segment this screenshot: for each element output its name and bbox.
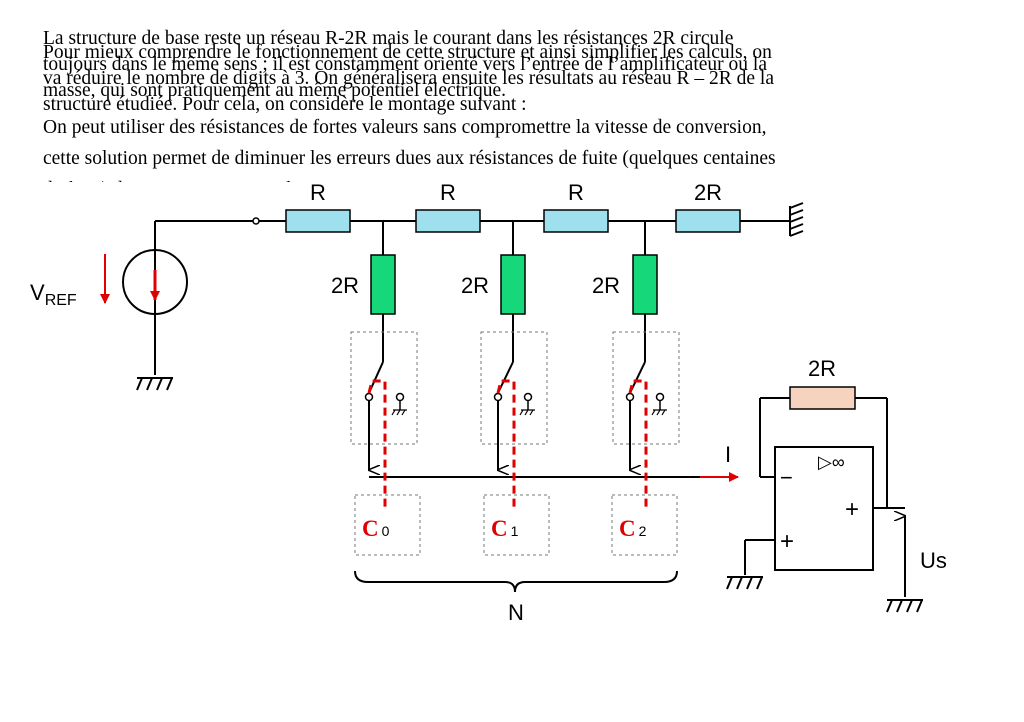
series-resistor-label-0: R: [310, 180, 326, 205]
input-node: [252, 217, 260, 225]
opamp-symbol: ▷∞: [818, 452, 845, 472]
text-region: La structure de base reste un réseau R-2…: [0, 0, 1024, 182]
feedback-resistor-label: 2R: [808, 356, 836, 381]
ground-source: [136, 377, 173, 391]
ground-opamp: [726, 576, 763, 590]
opamp-plus-out-sign: +: [845, 496, 859, 523]
output-voltage-label: Us: [920, 548, 947, 573]
series-resistor-0: [285, 209, 351, 233]
opamp-plus-in-sign: +: [780, 528, 794, 555]
paragraph-resistances: On peut utiliser des résistances de fort…: [43, 117, 776, 182]
switch-0: [350, 331, 418, 445]
branch-resistor-label-0: 2R: [331, 273, 359, 298]
ground-output: [886, 599, 923, 613]
branch-resistor-1: [500, 254, 526, 315]
current-label: I: [725, 442, 731, 467]
vref-label: VREF: [30, 280, 77, 309]
bit-box-1: [483, 494, 550, 556]
bus-label: N: [508, 600, 524, 625]
branch-resistor-label-1: 2R: [461, 273, 489, 298]
series-resistor-label-2: R: [568, 180, 584, 205]
paragraph-montage: Pour mieux comprendre le fonctionnement …: [43, 42, 775, 115]
current-path: [367, 379, 648, 510]
switch-1: [480, 331, 548, 445]
bit-box-0: [354, 494, 421, 556]
branch-resistor-0: [370, 254, 396, 315]
branch-resistor-2: [632, 254, 658, 315]
bit-box-2: [611, 494, 678, 556]
switch-2: [612, 331, 680, 445]
feedback-resistor: [789, 386, 856, 410]
branch-resistor-label-2: 2R: [592, 273, 620, 298]
series-resistor-2: [543, 209, 609, 233]
bus-brace: [354, 570, 678, 593]
current-source: [122, 249, 188, 315]
series-resistor-label-3: 2R: [694, 180, 722, 205]
opamp-minus-sign: −: [780, 465, 793, 490]
series-resistor-1: [415, 209, 481, 233]
series-resistor-3: [675, 209, 741, 233]
rail-ground-symbol: [789, 202, 804, 237]
paragraph-structure: La structure de base reste un réseau R-2…: [43, 28, 767, 101]
series-resistor-label-1: R: [440, 180, 456, 205]
